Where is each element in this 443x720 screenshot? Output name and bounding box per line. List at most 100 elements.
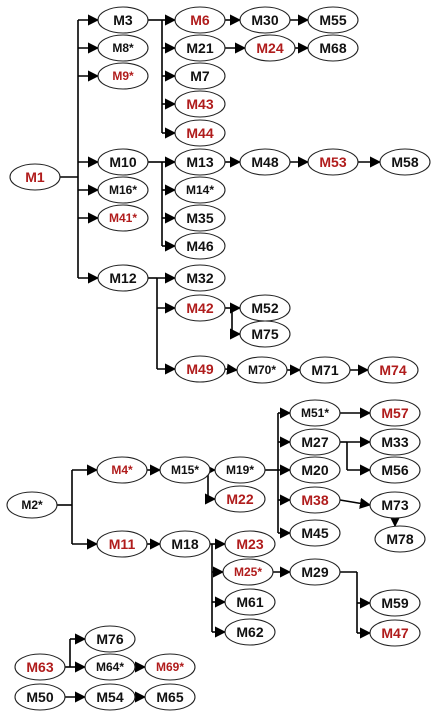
node-ellipse	[239, 6, 291, 34]
node-label: M25*	[234, 565, 262, 579]
node-label: M8*	[112, 41, 134, 55]
node-m8: M8*	[97, 34, 149, 62]
node-label: M45	[301, 525, 328, 541]
node-ellipse	[174, 119, 226, 147]
node-m14: M14*	[174, 176, 226, 204]
node-label: M9*	[112, 69, 134, 83]
node-label: M12	[109, 270, 136, 286]
node-ellipse	[97, 62, 149, 90]
node-ellipse	[144, 653, 196, 681]
node-m10: M10	[97, 148, 149, 176]
node-label: M54	[96, 689, 123, 705]
node-label: M19*	[226, 463, 254, 477]
node-label: M15*	[171, 463, 199, 477]
node-label: M74	[379, 362, 406, 378]
node-m46: M46	[174, 232, 226, 260]
node-label: M35	[186, 210, 213, 226]
node-label: M75	[251, 326, 278, 342]
node-m42: M42	[174, 294, 226, 322]
node-m2: M2*	[6, 491, 58, 519]
node-label: M68	[319, 40, 346, 56]
node-m35: M35	[174, 204, 226, 232]
node-m24: M24	[244, 34, 296, 62]
node-label: M49	[186, 361, 213, 377]
node-label: M53	[319, 154, 346, 170]
node-m3: M3	[97, 6, 149, 34]
node-label: M43	[186, 96, 213, 112]
node-label: M38	[301, 492, 328, 508]
node-m16: M16*	[97, 176, 149, 204]
node-m61: M61	[224, 588, 276, 616]
node-ellipse	[289, 456, 341, 484]
node-m51: M51*	[289, 399, 341, 427]
node-m69: M69*	[144, 653, 196, 681]
node-m49: M49	[174, 355, 226, 383]
node-ellipse	[174, 6, 226, 34]
node-ellipse	[224, 530, 276, 558]
node-label: M52	[251, 300, 278, 316]
node-m50: M50	[14, 683, 66, 711]
node-m64: M64*	[84, 653, 136, 681]
node-label: M24	[256, 40, 283, 56]
node-m38: M38	[289, 486, 341, 514]
node-ellipse	[307, 34, 359, 62]
node-m52: M52	[239, 294, 291, 322]
node-m15: M15*	[159, 456, 211, 484]
node-label: M41*	[109, 211, 137, 225]
node-label: M73	[381, 497, 408, 513]
node-m44: M44	[174, 119, 226, 147]
node-m48: M48	[239, 148, 291, 176]
node-label: M27	[301, 434, 328, 450]
node-label: M56	[381, 462, 408, 478]
nodes: M1M3M8*M9*M10M16*M41*M12M6M21M7M43M44M30…	[6, 6, 431, 711]
node-label: M16*	[109, 183, 137, 197]
node-ellipse	[96, 530, 148, 558]
node-m30: M30	[239, 6, 291, 34]
node-ellipse	[299, 356, 351, 384]
node-ellipse	[84, 683, 136, 711]
node-label: M71	[311, 362, 338, 378]
node-label: M2*	[21, 498, 43, 512]
node-label: M7	[190, 68, 210, 84]
node-m4: M4*	[96, 456, 148, 484]
node-m25: M25*	[222, 558, 274, 586]
node-ellipse	[84, 625, 136, 653]
node-label: M62	[236, 624, 263, 640]
node-m74: M74	[367, 356, 419, 384]
node-m54: M54	[84, 683, 136, 711]
node-ellipse	[239, 148, 291, 176]
node-label: M42	[186, 300, 213, 316]
node-label: M4*	[111, 463, 133, 477]
node-label: M47	[381, 625, 408, 641]
node-ellipse	[367, 356, 419, 384]
edge-m49-m70	[224, 363, 239, 375]
node-label: M64*	[96, 660, 124, 674]
node-ellipse	[174, 294, 226, 322]
node-m71: M71	[299, 356, 351, 384]
node-label: M32	[186, 270, 213, 286]
node-label: M59	[381, 595, 408, 611]
node-label: M44	[186, 125, 213, 141]
node-m32: M32	[174, 264, 226, 292]
node-m21: M21	[174, 34, 226, 62]
node-ellipse	[174, 62, 226, 90]
node-m59: M59	[369, 589, 421, 617]
node-m56: M56	[369, 456, 421, 484]
node-m20: M20	[289, 456, 341, 484]
node-label: M23	[236, 536, 263, 552]
node-ellipse	[222, 558, 274, 586]
node-label: M57	[381, 405, 408, 421]
node-label: M11	[109, 536, 136, 552]
node-ellipse	[214, 456, 266, 484]
node-label: M22	[226, 491, 253, 507]
node-m1: M1	[9, 163, 61, 191]
node-label: M58	[391, 154, 418, 170]
node-m70: M70*	[236, 356, 288, 384]
node-label: M48	[251, 154, 278, 170]
node-m29: M29	[289, 558, 341, 586]
node-m75: M75	[239, 320, 291, 348]
node-ellipse	[224, 588, 276, 616]
node-ellipse	[369, 428, 421, 456]
node-label: M10	[109, 154, 136, 170]
